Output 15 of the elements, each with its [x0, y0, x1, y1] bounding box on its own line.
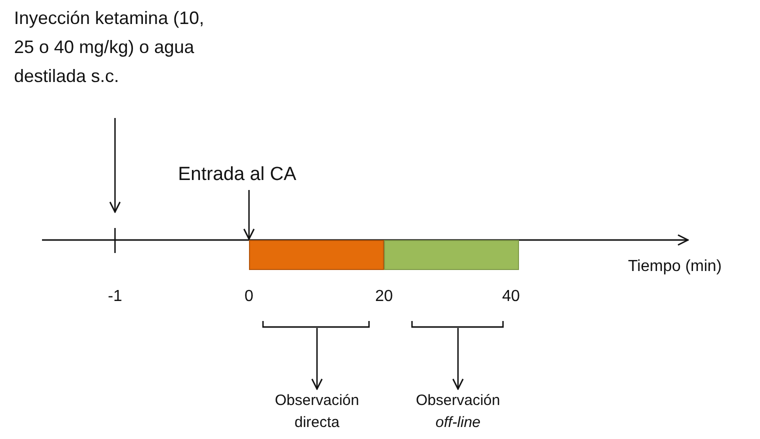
phase-label: Observación off-line — [414, 391, 502, 433]
arrow — [109, 118, 121, 213]
axis-label: Tiempo (min) — [628, 258, 722, 276]
tick-label: 40 — [502, 288, 520, 306]
tick-label: 0 — [244, 288, 254, 306]
phase-label: Observación directa — [274, 391, 360, 433]
tick-label: -1 — [108, 288, 122, 306]
arrow — [311, 328, 323, 390]
annotation-text: Entrada al CA — [178, 163, 298, 187]
annotation-text: Inyección ketamina (10, 25 o 40 mg/kg) o agua destilada s.c. — [14, 7, 206, 88]
time-segment-bar — [384, 240, 519, 270]
time-segment-bar — [249, 240, 384, 270]
arrow — [452, 328, 464, 390]
tick-label: 20 — [375, 288, 393, 306]
arrow — [243, 190, 255, 240]
